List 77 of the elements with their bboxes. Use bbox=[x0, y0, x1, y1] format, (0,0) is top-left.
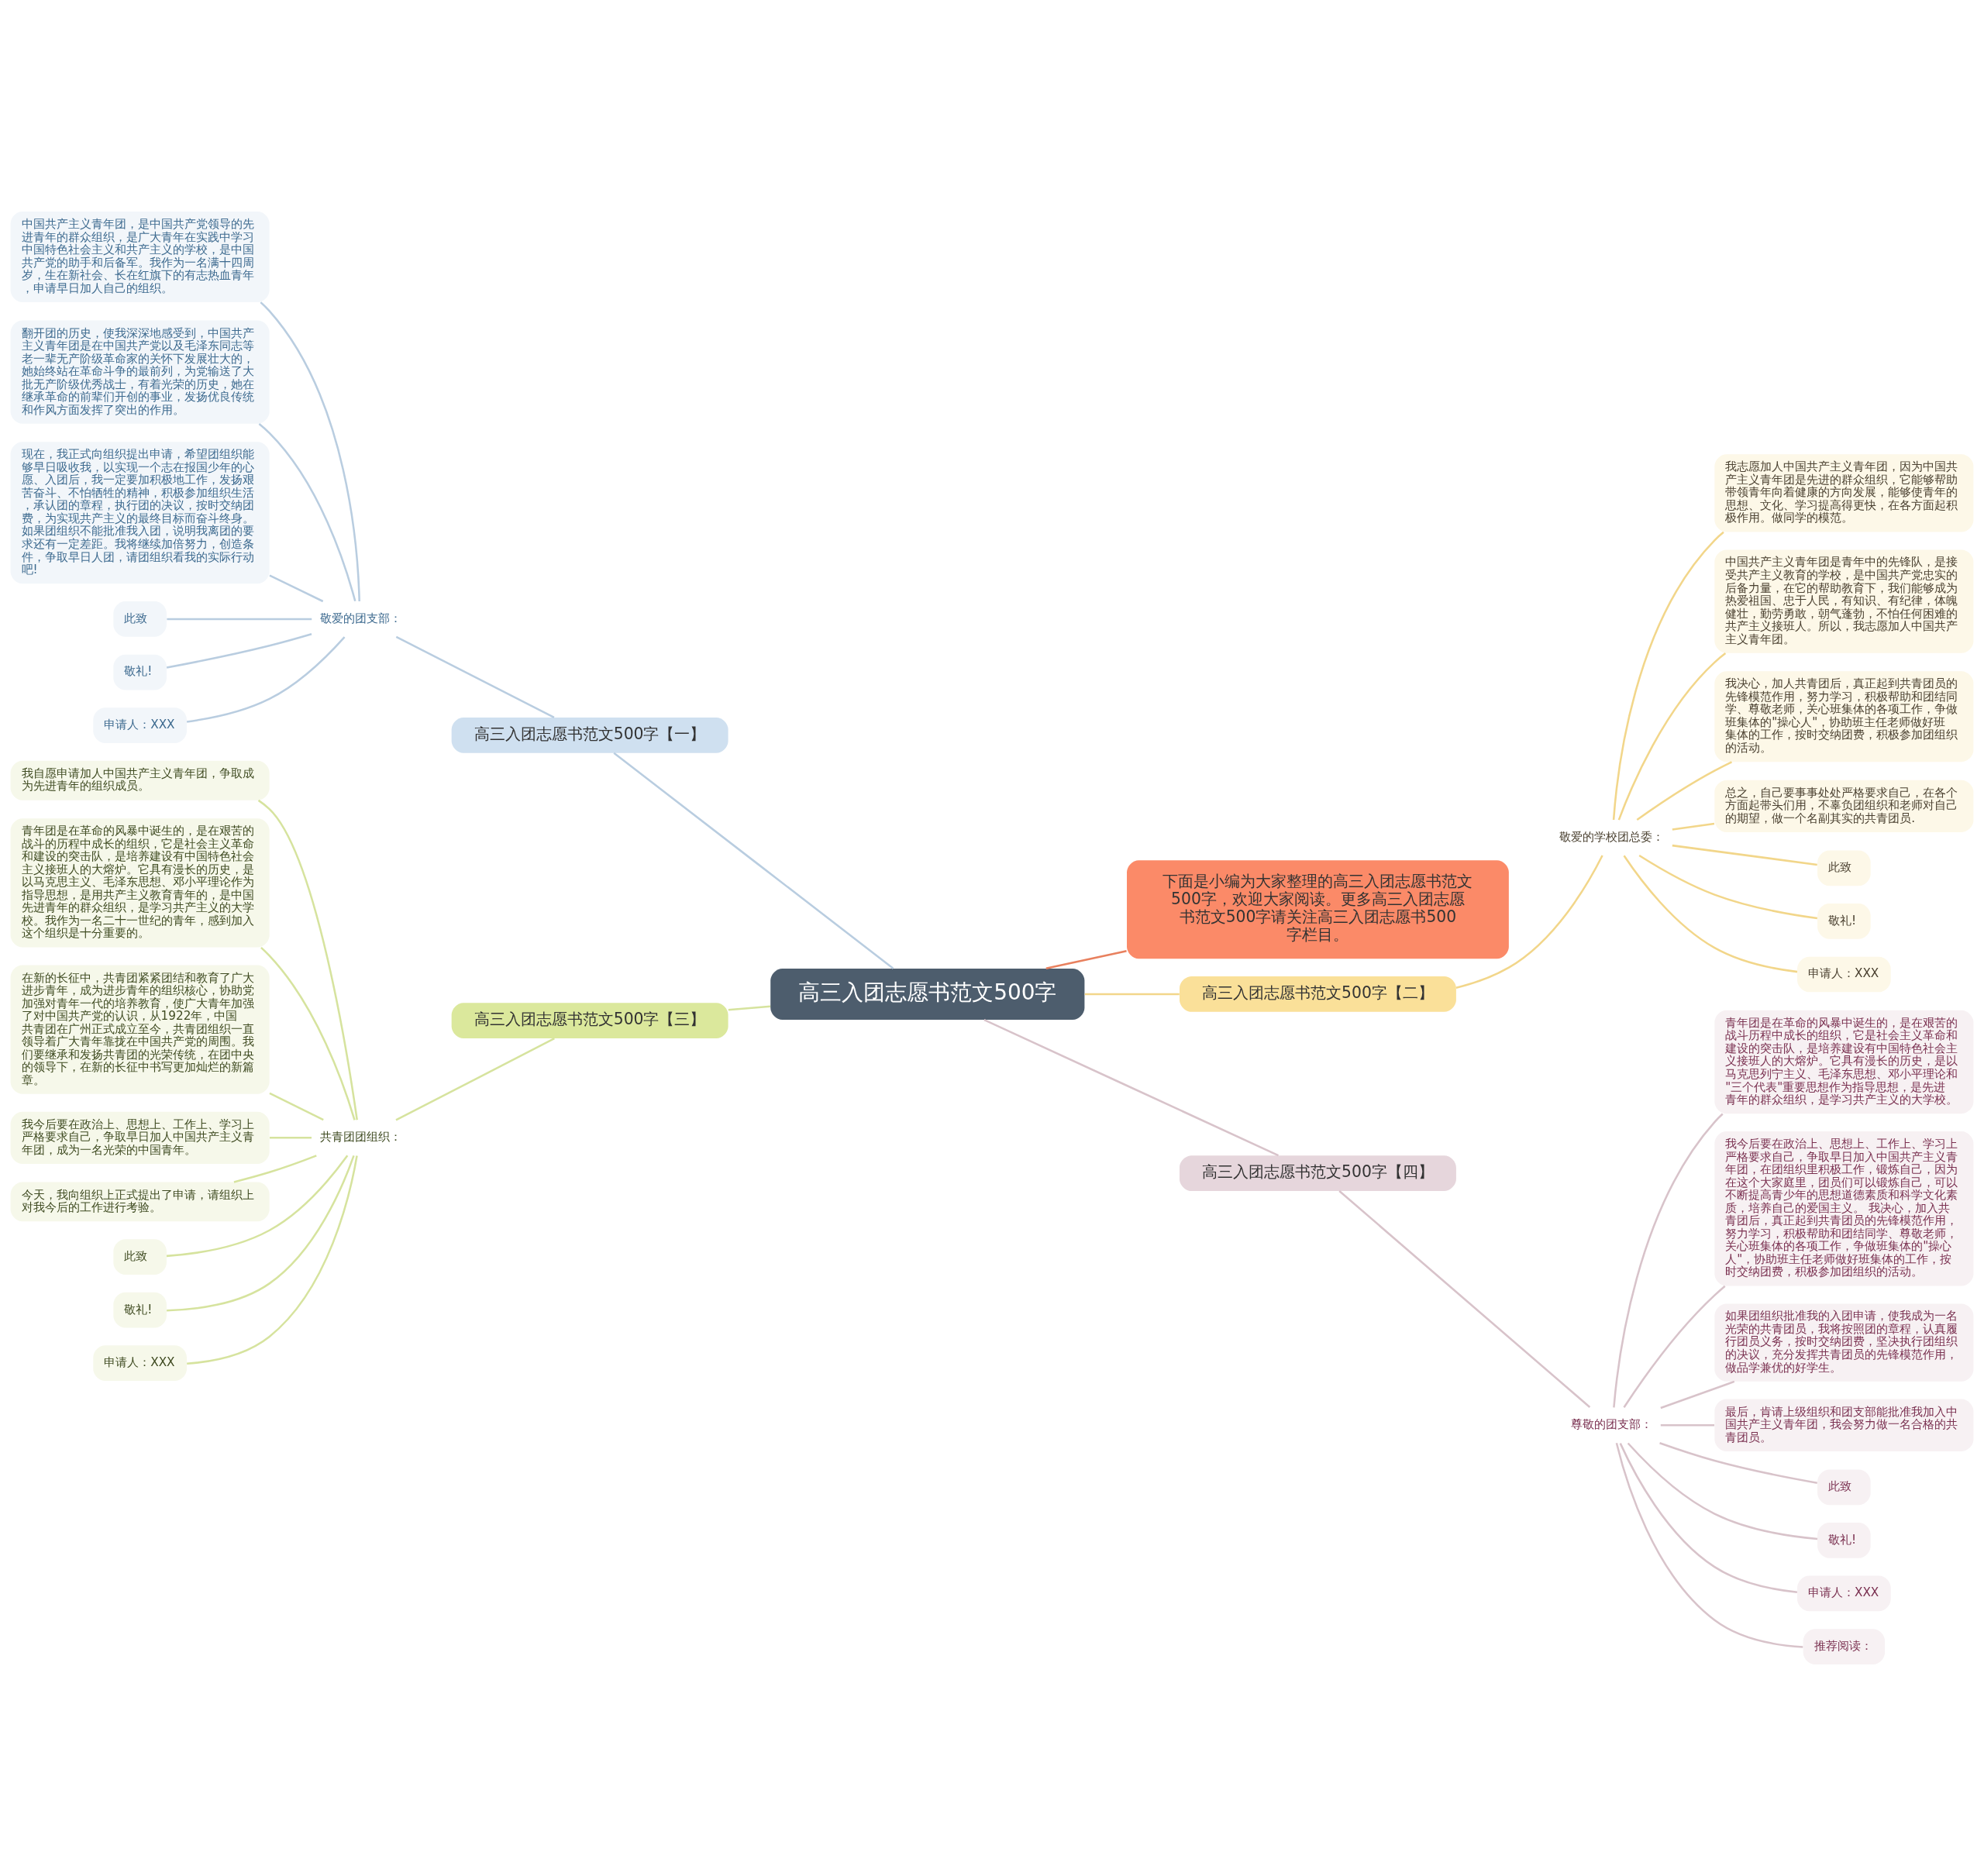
connector bbox=[166, 1155, 349, 1258]
connector bbox=[187, 1155, 358, 1365]
connector bbox=[166, 633, 312, 669]
connector bbox=[1612, 531, 1724, 821]
node-text: 尊敬的团支部： bbox=[1571, 1417, 1653, 1432]
connector bbox=[233, 1155, 317, 1183]
node-box: 推荐阅读： bbox=[1803, 1629, 1886, 1664]
node-box: 中国共产主义青年团是青年中的先锋队，是接受共产主义教育的学校，是中国共产党忠实的后备力量，在它的帮助教育下，我们能够成为热爱祖国、忠于人民，有知识、有纪律，体魄健壮，勤劳勇敢，朝气蓬勃，不怕任何困难的共产主义接班人。所以，我志愿加人中国共产主义青年团。 bbox=[1714, 549, 1974, 653]
connector bbox=[269, 1137, 312, 1139]
node-box: 高三入团志愿书范文500字【四】 bbox=[1180, 1155, 1456, 1191]
node-box: 敬礼! bbox=[1817, 904, 1871, 939]
connector bbox=[1627, 1442, 1818, 1540]
node-box: 中国共产主义青年团，是中国共产党领导的先进青年的群众组织，是广大青年在实践中学习中国特色社会主义和共产主义的学校，是中国共产党的助手和后备军。我作为一名满十四周岁，生在新社会、长在红旗下的有志热血青年，申请早日加人自己的组织。 bbox=[10, 212, 270, 302]
node-text: 共青团团组织： bbox=[319, 1130, 401, 1145]
connector bbox=[1455, 855, 1603, 989]
node-box: 在新的长征中，共青团紧紧团结和教育了广大进步青年，成为进步青年的组织核心，协助党加强对青年一代的培养教育，使广大青年加强了对中国共产党的认识，从1922年，中国共青团在广州正式成立至今，共青团组织一直领导着广大青年靠拢在中国共产党的周围。我们要继承和发扬共青团的光荣传统，在团中央的领导下，在新的长征中书写更加灿烂的新篇章。 bbox=[10, 965, 270, 1094]
node-box: 敬礼! bbox=[1817, 1523, 1871, 1558]
node-box: 最后，肯请上级组织和团支部能批准我加入中国共产主义青年团，我会努力做一名合格的共青团员。 bbox=[1714, 1399, 1974, 1451]
node-box: 高三入团志愿书范文500字【三】 bbox=[451, 1003, 728, 1039]
connector bbox=[1084, 993, 1180, 996]
node-box: 高三入团志愿书范文500字【一】 bbox=[451, 717, 728, 753]
connector bbox=[983, 1018, 1280, 1157]
node-box: 敬礼! bbox=[113, 654, 167, 690]
connector bbox=[257, 799, 358, 1120]
connector bbox=[395, 1038, 555, 1121]
connector bbox=[260, 301, 360, 601]
node-box: 申请人：XXX bbox=[1797, 956, 1891, 993]
node-box: 敬礼! bbox=[113, 1292, 167, 1328]
node-box: 总之，自己要事事处处严格要求自己，在各个方面起带头们用，不辜负团组织和老师对自己的期望，做一个名副其实的共青团员. bbox=[1714, 780, 1974, 832]
connector bbox=[1617, 652, 1727, 821]
connector bbox=[167, 1155, 355, 1312]
connector bbox=[1638, 854, 1818, 920]
connector bbox=[1660, 1424, 1715, 1427]
node-box: 我决心，加人共青团后，真正起到共青团员的先锋模范作用，努力学习，积极帮助和团结同学、尊敬老师，关心班集体的各项工作，争做班集体的"操心人"，协助班主任老师做好班集体的工作，按时交纳团费，积极参加团组织的活动。 bbox=[1714, 671, 1974, 762]
connector bbox=[728, 1005, 771, 1011]
connector bbox=[167, 618, 312, 621]
node-box: 申请人：XXX bbox=[93, 707, 187, 743]
connector bbox=[186, 636, 346, 723]
connector bbox=[1672, 822, 1715, 831]
node-box: 高三入团志愿书范文500字 bbox=[770, 968, 1085, 1020]
node-box: 青年团是在革命的风暴中诞生的，是在艰苦的战斗的历程中成长的组织，它是社会主义革命和建设的突击队，是培养建设有中国特色社会主义接班人的大熔炉。它具有漫长的历史，是以马克思主义、毛泽东思想、邓小平理论作为指导思想，是用共产主义教育青年的，是中国先进青年的群众组织，是学习共产主义的大学校。我作为一名二十一世纪的青年，感到加入这个组织是十分重要的。 bbox=[10, 818, 270, 948]
connector bbox=[260, 946, 356, 1120]
connector bbox=[1615, 1443, 1803, 1648]
connector bbox=[1672, 844, 1817, 866]
node-box: 此致 bbox=[1817, 850, 1871, 886]
node-box: 我自愿申请加人中国共产主义青年团，争取成为先进青年的组织成员。 bbox=[10, 760, 270, 800]
connector bbox=[1636, 761, 1733, 821]
connector bbox=[1623, 1285, 1726, 1408]
connector bbox=[613, 752, 894, 969]
connector bbox=[1045, 949, 1127, 970]
connector bbox=[258, 423, 356, 602]
node-box: 如果团组织批准我的入团申请，使我成为一名光荣的共青团员，我将按照团的章程，认真履行团员义务，按时交纳团费，坚决执行团组织的决议，充分发挥共青团员的先锋模范作用，做品学兼优的好学生。 bbox=[1714, 1303, 1974, 1382]
node-text: 敬爱的团支部： bbox=[319, 611, 401, 625]
connector bbox=[269, 574, 324, 603]
connector bbox=[1619, 1443, 1798, 1593]
connector bbox=[1338, 1190, 1591, 1408]
node-text: 敬爱的学校团总委： bbox=[1559, 829, 1665, 844]
node-box: 我志愿加人中国共产主义青年团，因为中国共产主义青年团是先进的群众组织，它能够帮助带领青年向着健康的方向发展，能够使青年的思想、文化、学习提高得更快，在各方面起积极作用。做同学的模范。 bbox=[1714, 454, 1974, 532]
node-box: 高三入团志愿书范文500字【二】 bbox=[1180, 976, 1456, 1012]
connector bbox=[1659, 1442, 1817, 1484]
node-box: 此致 bbox=[113, 601, 167, 637]
node-box: 申请人：XXX bbox=[93, 1345, 187, 1382]
node-box: 青年团是在革命的风暴中诞生的，是在艰苦的战斗历程中成长的组织，它是社会主义革命和建设的突击队，是培养建设有中国特色社会主义接班人的大熔炉。它具有漫长的历史，是以马克思列宁主义、毛泽东思想、邓小平理论和"三个代表"重要思想作为指导思想，是先进青年的群众组织，是学习共产主义的大学校。 bbox=[1714, 1010, 1974, 1114]
node-box: 此致 bbox=[113, 1239, 167, 1275]
connector bbox=[1623, 855, 1798, 973]
connector bbox=[1613, 1113, 1724, 1408]
node-box: 翻开团的历史，使我深深地感受到，中国共产主义青年团是在中国共产党以及毛泽东同志等老一辈无产阶级革命家的关怀下发展壮大的，她始终站在革命斗争的最前列，为党输送了大批无产阶级优秀战士，有着光荣的历史，她在继承革命的前辈们开创的事业，发扬优良传统和作风方面发挥了突出的作用。 bbox=[10, 320, 270, 424]
node-box: 下面是小编为大家整理的高三入团志愿书范文500字，欢迎大家阅读。更多高三入团志愿书范文500字请关注高三入团志愿书500字栏目。 bbox=[1127, 860, 1509, 959]
node-box: 此致 bbox=[1817, 1469, 1871, 1506]
connector bbox=[1660, 1380, 1735, 1410]
connector bbox=[269, 1092, 324, 1121]
node-box: 我今后要在政治上、思想上、工作上、学习上严格要求自己，争取早日加入中国共产主义青年团，在团组织里积极工作，锻炼自己，因为在这个大家庭里，团员们可以锻炼自己，可以不断提高青少年的思想道德素质和科学文化素质，培养自己的爱国主义。 我决心，加入共青团后，真正起到共青团员的先锋模范作用，努力学习，积极帮助和团结同学、尊敬老师，关心班集体的各项工作，争做班集体的"操心人"，协助班主任老师做好班集体的工作，按时交纳团费，积极参加团组织的活动。 bbox=[1714, 1131, 1974, 1286]
connector bbox=[395, 635, 555, 719]
node-box: 申请人：XXX bbox=[1797, 1575, 1891, 1612]
node-box: 今天，我向组织上正式提出了申请，请组织上对我今后的工作进行考验。 bbox=[10, 1182, 270, 1222]
node-box: 我今后要在政治上、思想上、工作上、学习上严格要求自己，争取早日加人中国共产主义青年团，成为一名光荣的中国青年。 bbox=[10, 1111, 270, 1164]
node-box: 现在，我正式向组织提出申请，希望团组织能够早日吸收我，以实现一个志在报国少年的心愿、入团后，我一定要加积极地工作，发扬艰苦奋斗、不怕牺牲的精神，积极参加组织生活，承认团的章程，执行团的决议，按时交纳团费，为实现共产主义的最终目标而奋斗终身。如果团组织不能批准我入团，说明我离团的要求还有一定差距。我将继续加倍努力，创造条件，争取早日人团，请团组织看我的实际行动吧! bbox=[10, 442, 270, 584]
